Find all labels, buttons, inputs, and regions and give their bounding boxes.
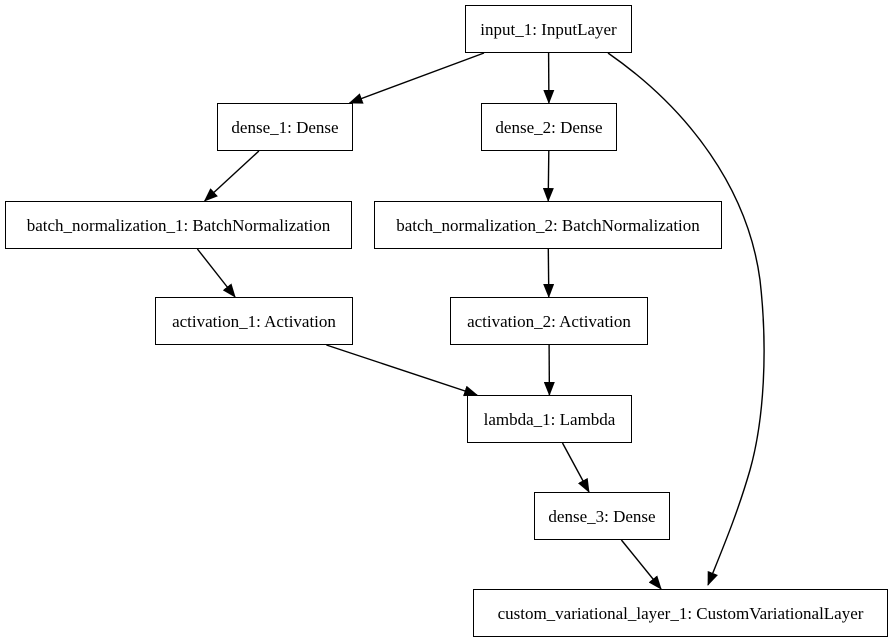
node-batch-normalization-2: batch_normalization_2: BatchNormalizatio… — [374, 201, 722, 249]
edge-input-1-to-custom-variational-layer-1 — [607, 52, 765, 586]
edge-dense-1-to-batch-normalization-1 — [203, 150, 260, 202]
node-lambda-1: lambda_1: Lambda — [467, 395, 632, 443]
edge-activation-1-to-lambda-1 — [326, 344, 479, 397]
edge-lambda-1-to-dense-3 — [561, 442, 590, 493]
node-dense-2: dense_2: Dense — [481, 103, 617, 151]
node-custom-variational-layer-1: custom_variational_layer_1: CustomVariat… — [473, 589, 888, 637]
node-activation-2: activation_2: Activation — [450, 297, 648, 345]
node-batch-normalization-1: batch_normalization_1: BatchNormalizatio… — [5, 201, 352, 249]
node-input-1: input_1: InputLayer — [465, 5, 632, 53]
edge-dense-3-to-custom-variational-layer-1 — [620, 539, 662, 590]
edge-batch-normalization-2-to-activation-2 — [543, 248, 555, 298]
node-activation-1: activation_1: Activation — [155, 297, 353, 345]
node-dense-1: dense_1: Dense — [217, 103, 353, 151]
edge-batch-normalization-1-to-activation-1 — [196, 248, 236, 298]
edge-dense-2-to-batch-normalization-2 — [542, 150, 554, 202]
node-dense-3: dense_3: Dense — [534, 492, 670, 540]
edge-input-1-to-dense-1 — [348, 52, 485, 104]
